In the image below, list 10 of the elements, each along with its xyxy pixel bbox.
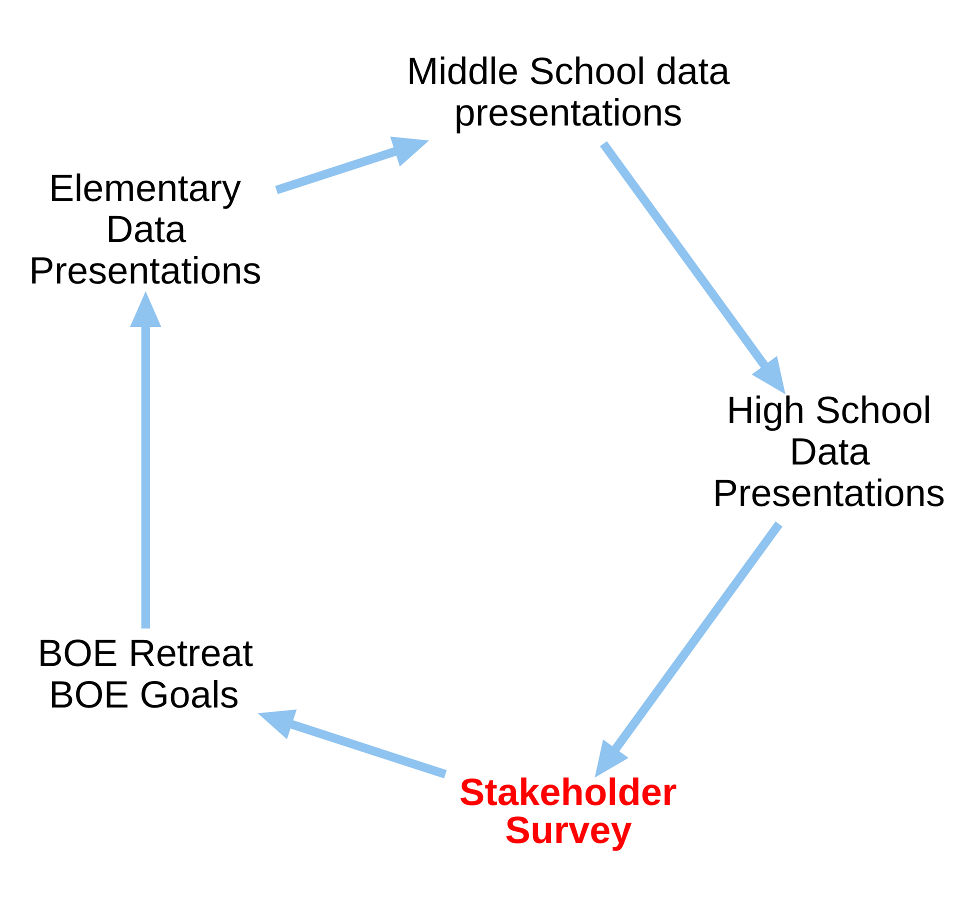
arrow <box>600 140 786 394</box>
node-text: High School Data Presentations <box>712 389 946 514</box>
node-text: Stakeholder Survey <box>459 771 677 852</box>
node-text: BOE Retreat BOE Goals <box>38 632 254 716</box>
node-text: Middle School data presentations <box>406 50 730 134</box>
arrow <box>594 521 783 778</box>
arrow <box>130 290 162 628</box>
arrow <box>275 136 430 194</box>
node-text: Elementary Data Presentations <box>29 167 262 292</box>
arrow <box>258 708 447 778</box>
